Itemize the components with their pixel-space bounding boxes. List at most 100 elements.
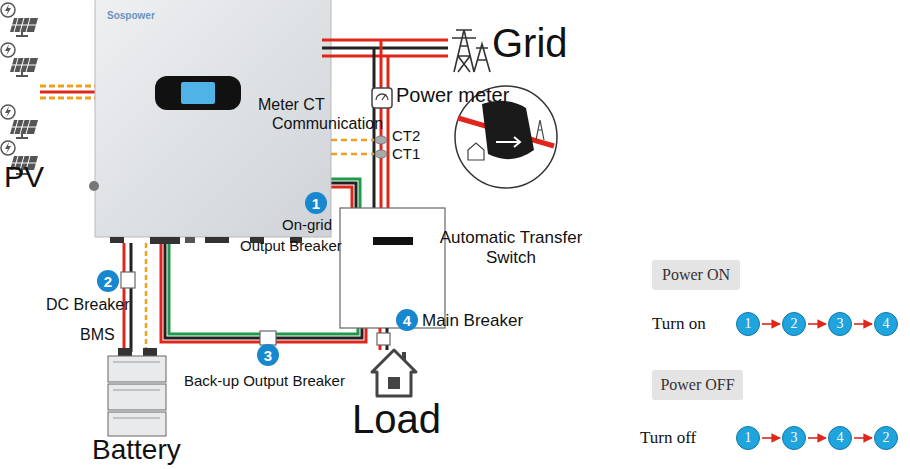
house-window <box>388 377 400 389</box>
ct-detail-arrow <box>496 137 520 147</box>
ct-cable <box>331 139 374 142</box>
power-meter-dial <box>376 94 388 100</box>
load-house-icon <box>372 350 416 396</box>
connector <box>808 438 826 439</box>
text-label: Load <box>352 396 441 442</box>
grid-line <box>322 55 448 58</box>
text-label: DC Breaker <box>46 296 130 314</box>
step-circle: 1 <box>736 312 760 336</box>
ct-detail-house <box>468 143 484 160</box>
ct-cable <box>331 153 374 156</box>
battery-module <box>108 384 166 410</box>
ats-handle <box>373 237 413 245</box>
inverter-display <box>155 76 241 110</box>
connector <box>808 324 826 325</box>
text-label: Meter CT <box>258 96 325 114</box>
text-label: CT1 <box>392 145 420 162</box>
text-label: Battery <box>92 434 181 466</box>
breaker-symbol <box>260 331 276 345</box>
callout-number: 1 <box>305 192 327 214</box>
connector <box>762 438 780 439</box>
step-circle: 3 <box>828 312 852 336</box>
node-text: 2 <box>883 431 890 445</box>
inverter-knob <box>89 181 99 191</box>
text-label: Grid <box>492 20 568 66</box>
power-meter-icon <box>372 88 392 108</box>
terminal <box>150 237 180 244</box>
text-label: Main Breaker <box>422 311 523 331</box>
node-text: 4 <box>403 313 411 328</box>
battery-cable <box>130 243 133 352</box>
text-label: On-grid <box>282 216 332 233</box>
pv-panel-icon <box>1 43 38 76</box>
dc-breaker-symbol <box>121 272 135 288</box>
node-text: Automatic Transfer Switch <box>426 228 596 269</box>
step-circle: 3 <box>782 426 806 450</box>
text-label: Back-up Output Breaker <box>184 372 345 389</box>
node-text: Sospower <box>107 10 155 21</box>
text-label: Output Breaker <box>240 237 342 254</box>
battery-terminal <box>118 348 132 356</box>
node-text: 1 <box>745 431 752 445</box>
node-text: 1 <box>312 196 320 211</box>
step-circle: 2 <box>782 312 806 336</box>
node-text: 2 <box>104 274 112 289</box>
node-text: 3 <box>837 317 844 331</box>
connector <box>854 324 872 325</box>
ct-detail-clamp <box>482 101 534 159</box>
step-circle: 4 <box>874 312 898 336</box>
ct-clamp <box>375 136 387 144</box>
ct-clamp <box>375 150 387 158</box>
text-label: Turn on <box>652 314 706 334</box>
pv-cable <box>40 85 95 88</box>
pv-panel-icon <box>1 3 38 36</box>
node-text: 4 <box>883 317 890 331</box>
power-on-box: Power ON <box>652 260 740 290</box>
power-off-box: Power OFF <box>652 370 743 400</box>
text-label: Communication <box>272 115 383 133</box>
callout-number: 2 <box>97 270 119 292</box>
callout-number: 3 <box>257 344 279 366</box>
ct-detail-tower <box>536 120 544 140</box>
node-text: Power ON <box>662 266 730 284</box>
grid-feed <box>387 56 390 208</box>
inverter-screen <box>181 82 215 104</box>
node-text: 3 <box>791 431 798 445</box>
grid-line <box>322 39 448 42</box>
house-chimney <box>402 352 406 360</box>
battery-terminal <box>143 348 157 356</box>
text-label: Turn off <box>640 428 696 448</box>
battery-detail <box>113 362 160 418</box>
pv-cable <box>40 97 95 100</box>
terminal <box>110 237 124 243</box>
terminal <box>205 237 229 243</box>
callout-number: 4 <box>396 309 418 331</box>
battery-module <box>108 412 166 436</box>
ats-housing <box>340 208 445 328</box>
text-label: BMS <box>80 326 115 344</box>
text-label: Power meter <box>396 84 509 107</box>
step-circle: 4 <box>828 426 852 450</box>
node-text: 3 <box>264 348 272 363</box>
connector <box>762 324 780 325</box>
pv-cable <box>40 91 95 94</box>
pv-panel-icon <box>1 105 38 138</box>
main-breaker-symbol <box>377 333 390 345</box>
grid-line <box>322 47 448 50</box>
node-text: Power OFF <box>660 376 734 394</box>
connector <box>854 438 872 439</box>
bms-cable <box>145 243 148 352</box>
node-text: 4 <box>837 431 844 445</box>
grid-tower-icon <box>452 30 490 72</box>
connector <box>161 237 366 345</box>
terminal <box>185 237 195 243</box>
text-label: CT2 <box>392 127 420 144</box>
text-label: PV <box>4 160 44 195</box>
node-text: 2 <box>791 317 798 331</box>
battery-module <box>108 356 166 382</box>
step-circle: 2 <box>874 426 898 450</box>
step-circle: 1 <box>736 426 760 450</box>
node-text: 1 <box>745 317 752 331</box>
